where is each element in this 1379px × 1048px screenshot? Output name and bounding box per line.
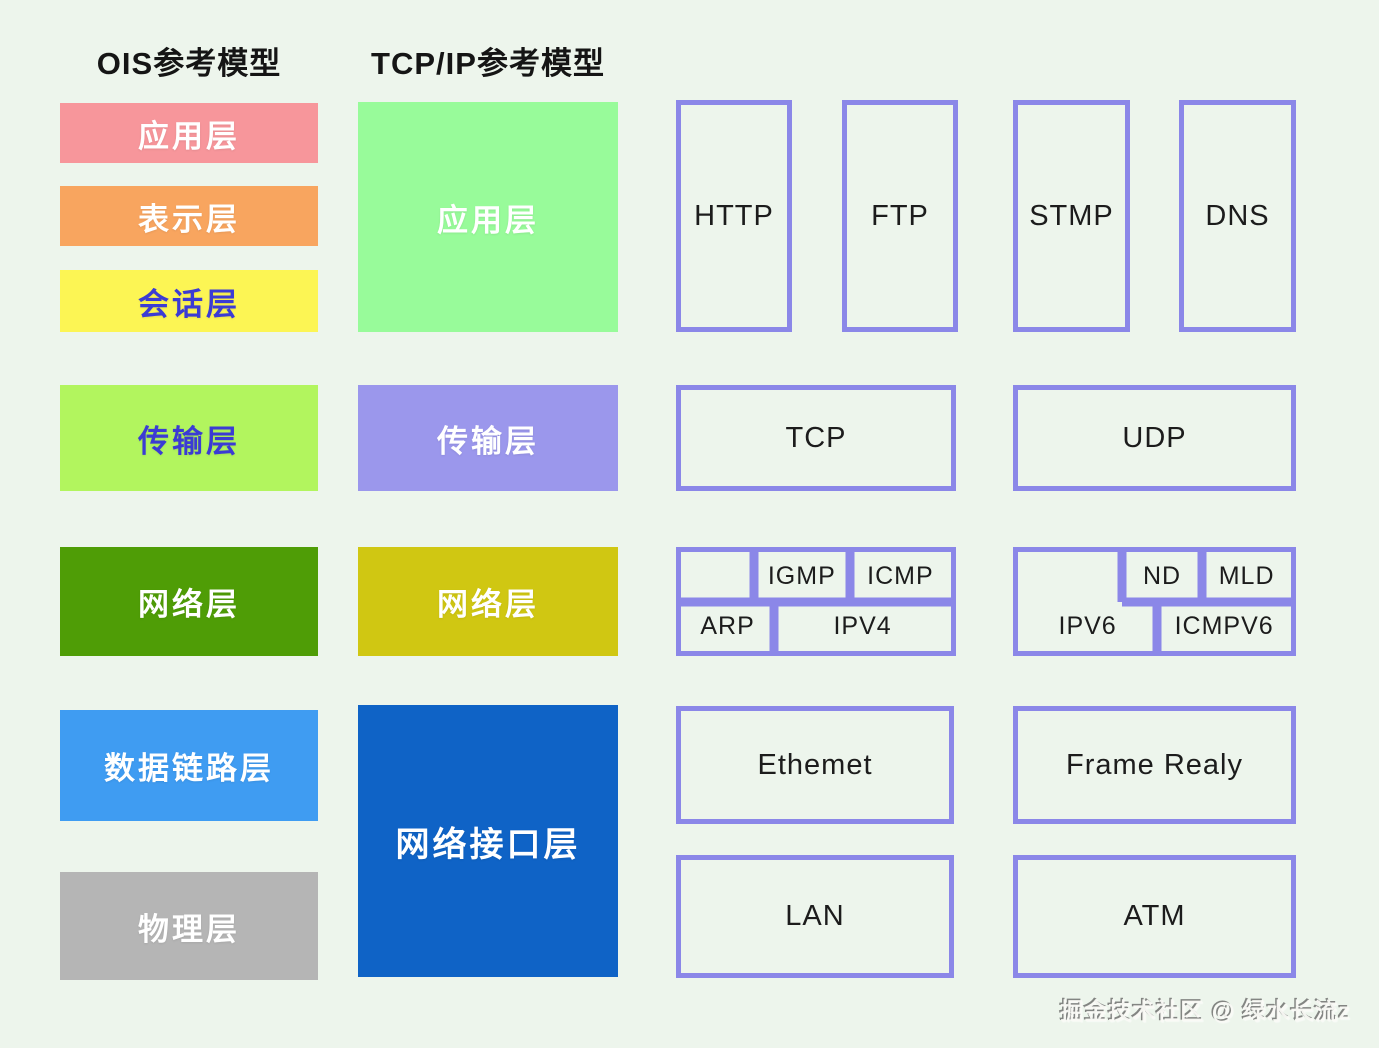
network-protocols-ipv6-group: ND MLD IPV6 ICMPV6: [1013, 547, 1296, 656]
tcpip-layer-network: 网络层: [358, 547, 618, 656]
protocol-frame-relay: Frame Realy: [1013, 706, 1296, 824]
network-protocols-ipv4-group: IGMP ICMP ARP IPV4: [676, 547, 956, 656]
osi-layer-presentation: 表示层: [60, 186, 318, 246]
osi-layer-network: 网络层: [60, 547, 318, 656]
protocol-udp: UDP: [1013, 385, 1296, 491]
divider: [845, 552, 855, 602]
osi-layer-transport: 传输层: [60, 385, 318, 491]
protocol-stmp: STMP: [1013, 100, 1130, 332]
tcpip-model-title: TCP/IP参考模型: [371, 46, 605, 81]
protocol-dns: DNS: [1179, 100, 1296, 332]
divider: [1197, 552, 1207, 602]
protocol-ipv4: IPV4: [833, 611, 892, 640]
tcpip-layer-application: 应用层: [358, 102, 618, 332]
protocol-mld: MLD: [1218, 562, 1275, 591]
protocol-icmp: ICMP: [867, 562, 934, 591]
osi-layer-datalink: 数据链路层: [60, 710, 318, 821]
protocol-ftp: FTP: [842, 100, 958, 332]
protocol-tcp: TCP: [676, 385, 956, 491]
divider: [749, 552, 759, 602]
tcpip-layer-transport: 传输层: [358, 385, 618, 491]
protocol-icmpv6: ICMPV6: [1174, 611, 1274, 640]
watermark: 掘金技术社区 @ 绿水长流z: [1060, 998, 1351, 1024]
tcpip-layer-network-interface: 网络接口层: [358, 705, 618, 977]
osi-layer-physical: 物理层: [60, 872, 318, 980]
protocol-atm: ATM: [1013, 855, 1296, 978]
protocol-arp: ARP: [700, 611, 755, 640]
divider: [1117, 552, 1127, 602]
divider: [769, 601, 779, 651]
protocol-ipv6: IPV6: [1058, 611, 1117, 640]
osi-layer-application: 应用层: [60, 103, 318, 163]
osi-model-title: OIS参考模型: [96, 46, 282, 81]
divider: [681, 597, 951, 606]
protocol-nd: ND: [1142, 562, 1182, 591]
protocol-igmp: IGMP: [767, 562, 836, 591]
divider: [1121, 597, 1291, 606]
divider: [1152, 601, 1162, 651]
protocol-http: HTTP: [676, 100, 792, 332]
osi-layer-session: 会话层: [60, 270, 318, 332]
protocol-lan: LAN: [676, 855, 954, 978]
protocol-ethernet: Ethemet: [676, 706, 954, 824]
